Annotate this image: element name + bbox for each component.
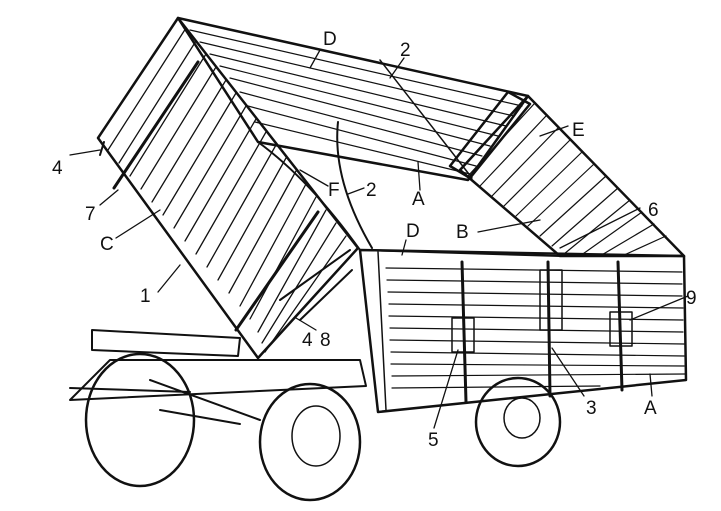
label-e: E [572,120,585,141]
raised-side-panel-e [448,90,686,258]
label-8: 8 [320,330,331,351]
chassis [69,249,367,425]
wheels [84,352,562,502]
lower-side-panel [358,248,688,414]
label-5: 5 [428,430,439,451]
label-a-mid: A [412,189,425,210]
label-2-mid: 2 [366,180,377,201]
label-d-top: D [323,29,337,50]
callout-labels: D 2 E 4 7 C 1 F 2 A B 6 D 9 4 8 3 A 5 [52,29,697,451]
label-1: 1 [140,286,151,307]
label-4-left: 4 [52,158,63,179]
raised-side-panel-c [96,16,360,360]
label-4-bottom: 4 [302,330,313,351]
label-3: 3 [586,398,597,419]
label-b: B [456,222,469,243]
label-f: F [328,180,340,201]
label-6: 6 [648,200,659,221]
label-c: C [100,234,114,255]
label-a-right: A [644,398,657,419]
label-9: 9 [686,288,697,309]
rear-panel-d [176,16,530,182]
leader-lines [69,49,689,429]
label-2-top: 2 [400,40,411,61]
label-7: 7 [85,204,96,225]
label-d-right: D [406,221,420,242]
